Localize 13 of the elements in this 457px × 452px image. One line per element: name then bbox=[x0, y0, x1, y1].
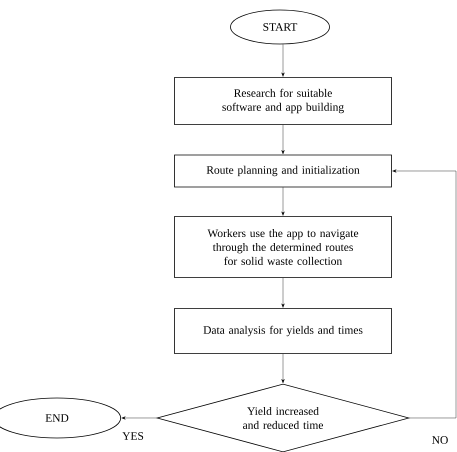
arrow bbox=[392, 169, 456, 418]
arrow bbox=[121, 416, 157, 420]
arrow bbox=[281, 44, 285, 77]
arrow bbox=[281, 354, 285, 384]
process-box: Route planning and initialization bbox=[174, 154, 392, 188]
process-box: Research for suitable software and app building bbox=[174, 77, 392, 125]
process-box: Workers use the app to navigate through the determined routes for solid waste collection bbox=[174, 216, 392, 278]
arrow bbox=[281, 124, 285, 154]
arrow bbox=[281, 278, 285, 308]
edge-label: YES bbox=[121, 431, 145, 441]
edge-label: NO bbox=[430, 435, 450, 445]
arrow bbox=[281, 187, 285, 216]
process-box: Data analysis for yields and times bbox=[174, 308, 392, 354]
